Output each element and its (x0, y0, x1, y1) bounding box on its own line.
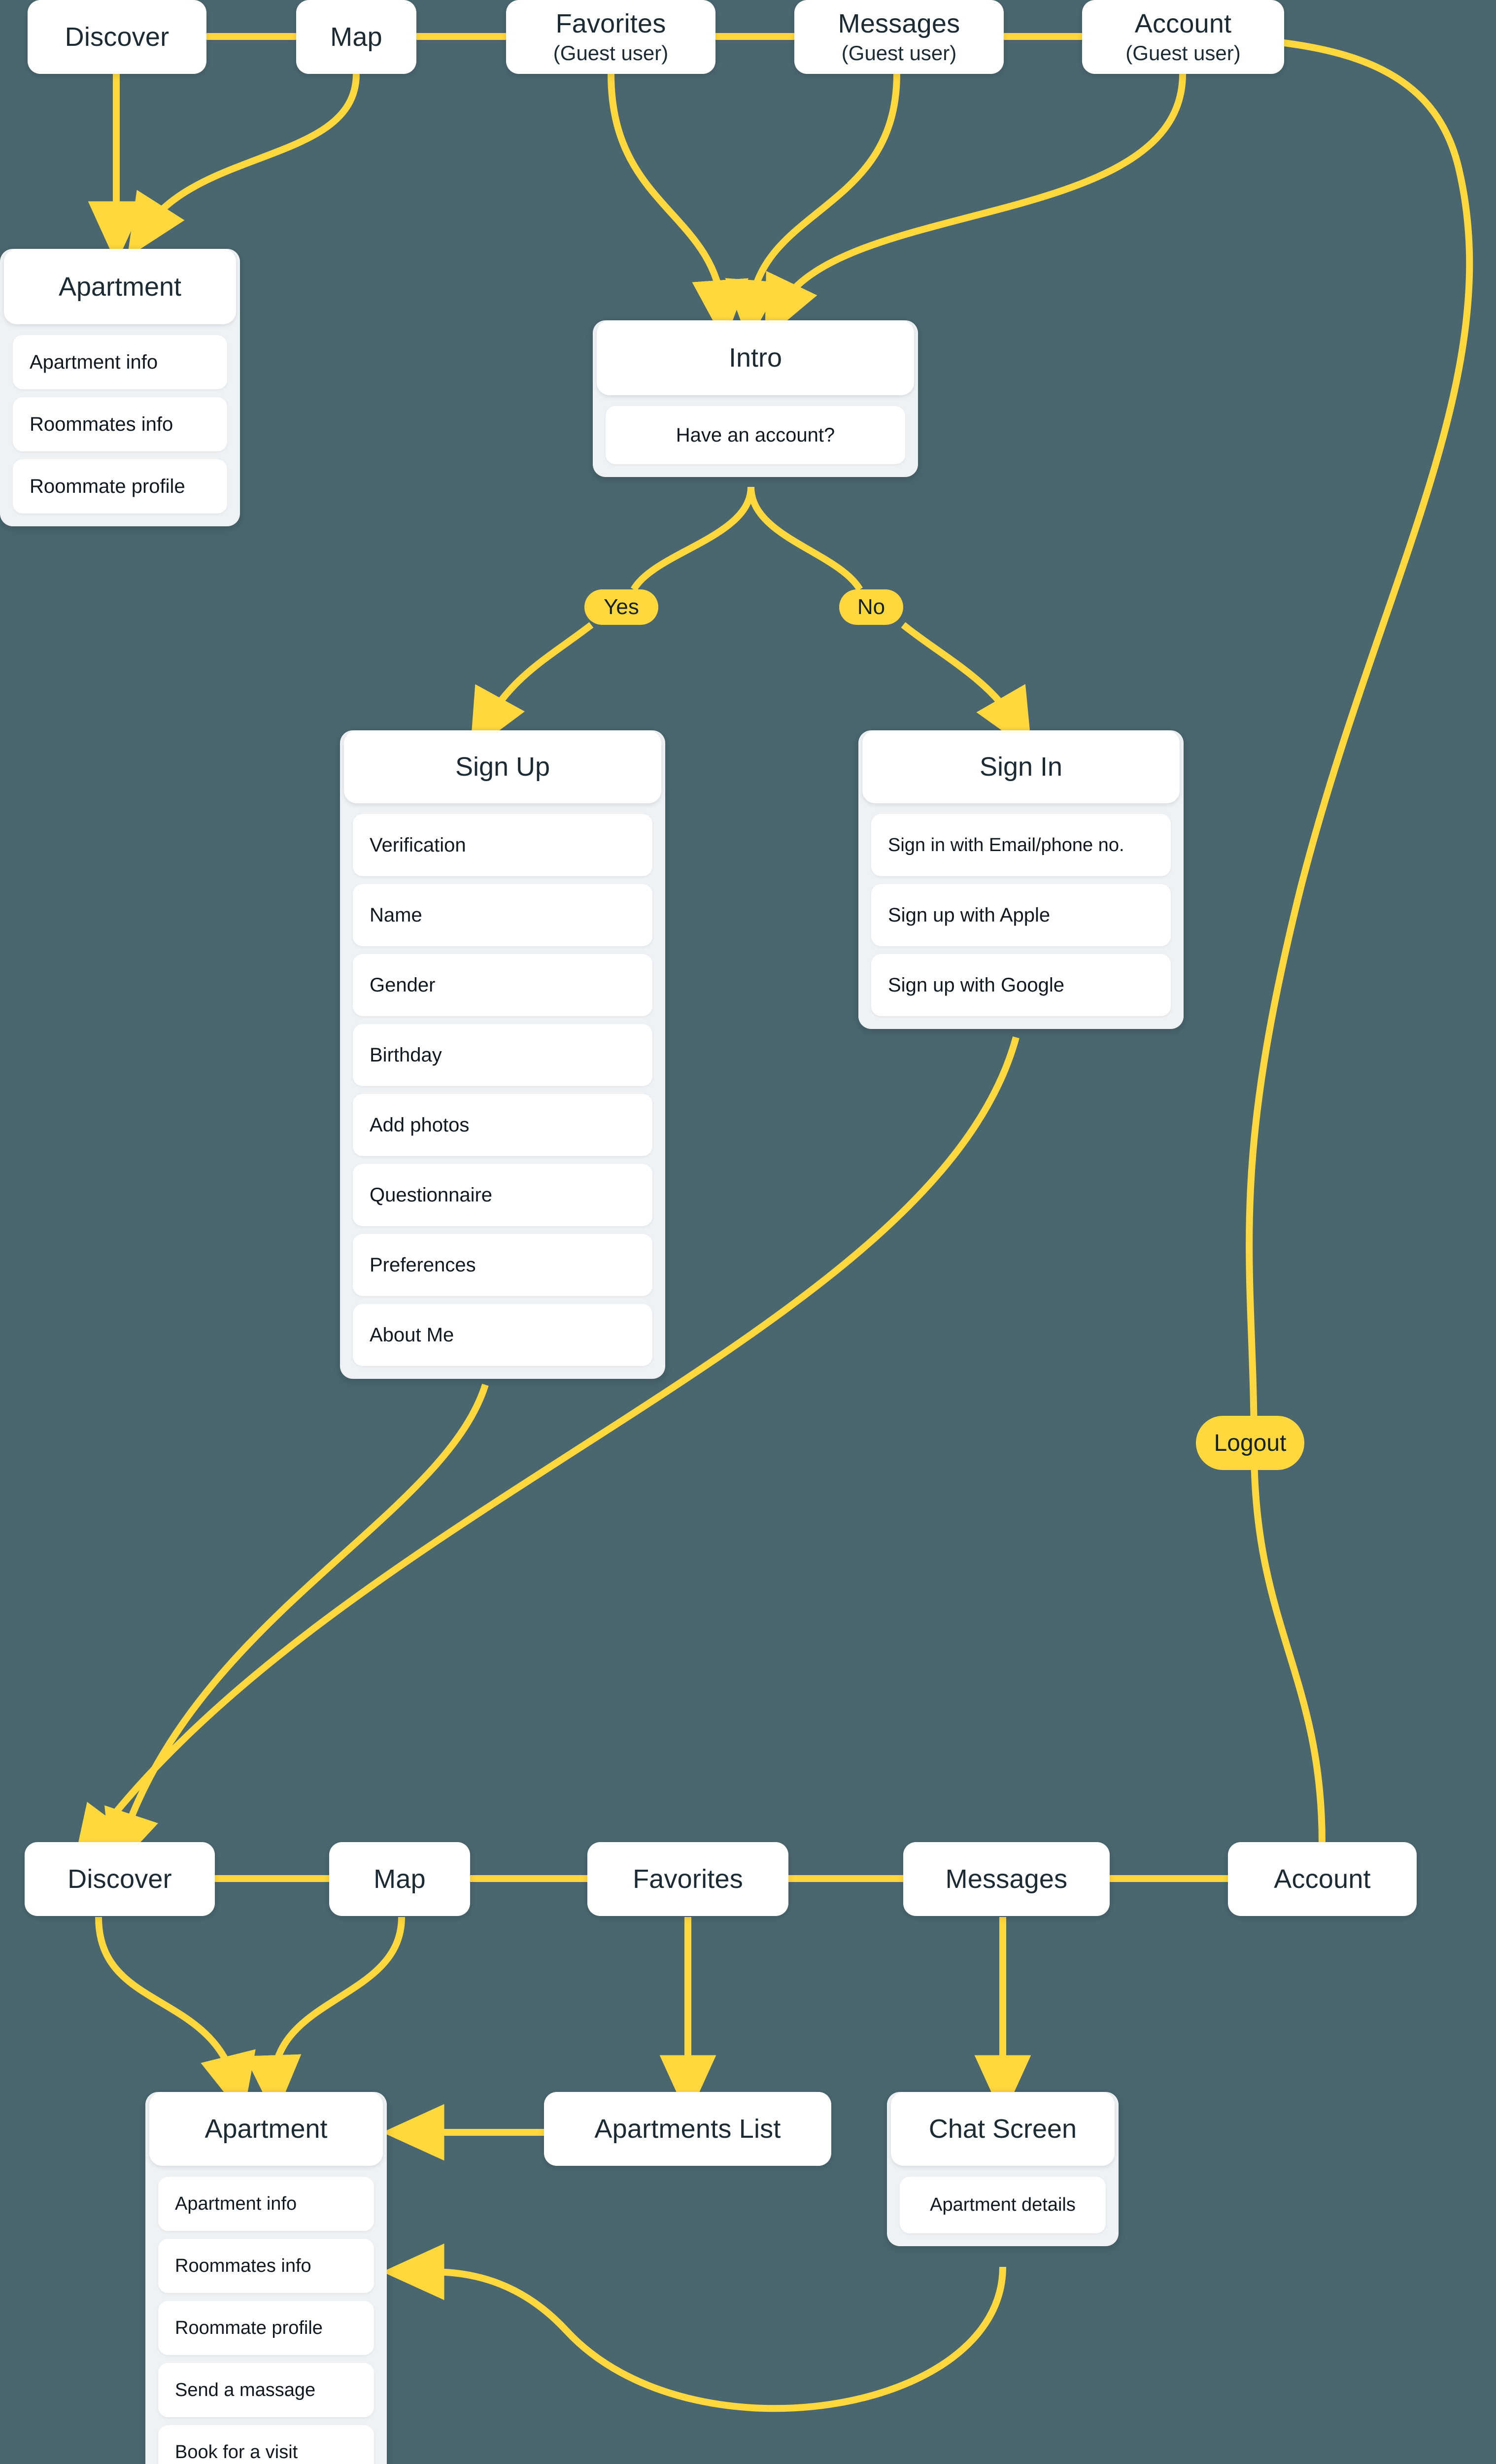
member-nav-discover-label: Discover (68, 1864, 172, 1894)
member-apartment-card: Apartment Apartment info Roommates info … (145, 2092, 387, 2464)
guest-apartment-card-title: Apartment (4, 249, 236, 324)
guest-nav-favorites[interactable]: Favorites (Guest user) (506, 0, 715, 74)
intro-card: Intro Have an account? (593, 320, 918, 477)
decision-pill-yes[interactable]: Yes (584, 589, 658, 625)
intro-card-rows: Have an account? (593, 395, 918, 464)
member-nav-map-label: Map (374, 1864, 426, 1894)
sign-up-card-rows: Verification Name Gender Birthday Add ph… (340, 803, 665, 1366)
decision-pill-no[interactable]: No (839, 589, 903, 625)
chat-screen-card-rows: Apartment details (887, 2166, 1119, 2233)
guest-nav-discover-label: Discover (65, 22, 170, 52)
card-row[interactable]: Roommate profile (13, 459, 227, 513)
sign-up-card-title: Sign Up (344, 730, 661, 803)
apartments-list-node[interactable]: Apartments List (544, 2092, 831, 2166)
guest-nav-map[interactable]: Map (296, 0, 416, 74)
card-row[interactable]: Birthday (353, 1024, 652, 1086)
guest-apartment-card: Apartment Apartment info Roommates info … (0, 249, 240, 526)
decision-pill-no-label: No (857, 595, 885, 619)
member-nav-favorites[interactable]: Favorites (587, 1842, 788, 1916)
card-row[interactable]: Gender (353, 954, 652, 1016)
card-row[interactable]: Apartment info (13, 335, 227, 389)
card-row[interactable]: Add photos (353, 1094, 652, 1156)
card-row[interactable]: Sign in with Email/phone no. (871, 814, 1171, 876)
member-nav-messages-label: Messages (945, 1864, 1068, 1894)
guest-nav-favorites-label: Favorites (555, 8, 666, 38)
guest-nav-account-sub: (Guest user) (1125, 41, 1241, 65)
card-row[interactable]: About Me (353, 1304, 652, 1366)
member-nav-messages[interactable]: Messages (903, 1842, 1110, 1916)
member-nav-account[interactable]: Account (1228, 1842, 1417, 1916)
card-row[interactable]: Name (353, 884, 652, 946)
apartments-list-label: Apartments List (594, 2114, 781, 2144)
card-row[interactable]: Preferences (353, 1234, 652, 1296)
card-row[interactable]: Sign up with Apple (871, 884, 1171, 946)
guest-nav-account-label: Account (1134, 8, 1232, 38)
guest-nav-favorites-sub: (Guest user) (553, 41, 669, 65)
card-row[interactable]: Roommates info (158, 2239, 374, 2293)
chat-screen-card: Chat Screen Apartment details (887, 2092, 1119, 2246)
member-nav-favorites-label: Favorites (633, 1864, 743, 1894)
card-row[interactable]: Roommate profile (158, 2301, 374, 2355)
member-nav-discover[interactable]: Discover (25, 1842, 215, 1916)
guest-nav-map-label: Map (330, 22, 382, 52)
chat-screen-card-title: Chat Screen (891, 2092, 1115, 2166)
sign-in-card: Sign In Sign in with Email/phone no. Sig… (858, 730, 1184, 1029)
card-row[interactable]: Verification (353, 814, 652, 876)
sign-up-card: Sign Up Verification Name Gender Birthda… (340, 730, 665, 1379)
sign-in-card-rows: Sign in with Email/phone no. Sign up wit… (858, 803, 1184, 1016)
sign-in-card-title: Sign In (862, 730, 1180, 803)
card-row[interactable]: Have an account? (606, 406, 905, 464)
guest-nav-messages-label: Messages (838, 8, 960, 38)
guest-nav-messages-sub: (Guest user) (841, 41, 957, 65)
card-row[interactable]: Apartment details (900, 2177, 1106, 2233)
card-row[interactable]: Apartment info (158, 2177, 374, 2231)
member-apartment-card-rows: Apartment info Roommates info Roommate p… (145, 2166, 387, 2464)
card-row[interactable]: Sign up with Google (871, 954, 1171, 1016)
card-row[interactable]: Roommates info (13, 397, 227, 451)
decision-pill-yes-label: Yes (604, 595, 639, 619)
guest-nav-discover[interactable]: Discover (28, 0, 206, 74)
logout-pill[interactable]: Logout (1196, 1416, 1304, 1470)
guest-nav-account[interactable]: Account (Guest user) (1082, 0, 1284, 74)
guest-apartment-card-rows: Apartment info Roommates info Roommate p… (0, 324, 240, 513)
member-apartment-card-title: Apartment (149, 2092, 383, 2166)
guest-nav-messages[interactable]: Messages (Guest user) (794, 0, 1004, 74)
member-nav-account-label: Account (1274, 1864, 1371, 1894)
card-row[interactable]: Book for a visit (158, 2425, 374, 2464)
logout-pill-label: Logout (1214, 1430, 1287, 1456)
member-nav-map[interactable]: Map (329, 1842, 470, 1916)
card-row[interactable]: Questionnaire (353, 1164, 652, 1226)
card-row[interactable]: Send a massage (158, 2363, 374, 2417)
intro-card-title: Intro (597, 320, 914, 395)
